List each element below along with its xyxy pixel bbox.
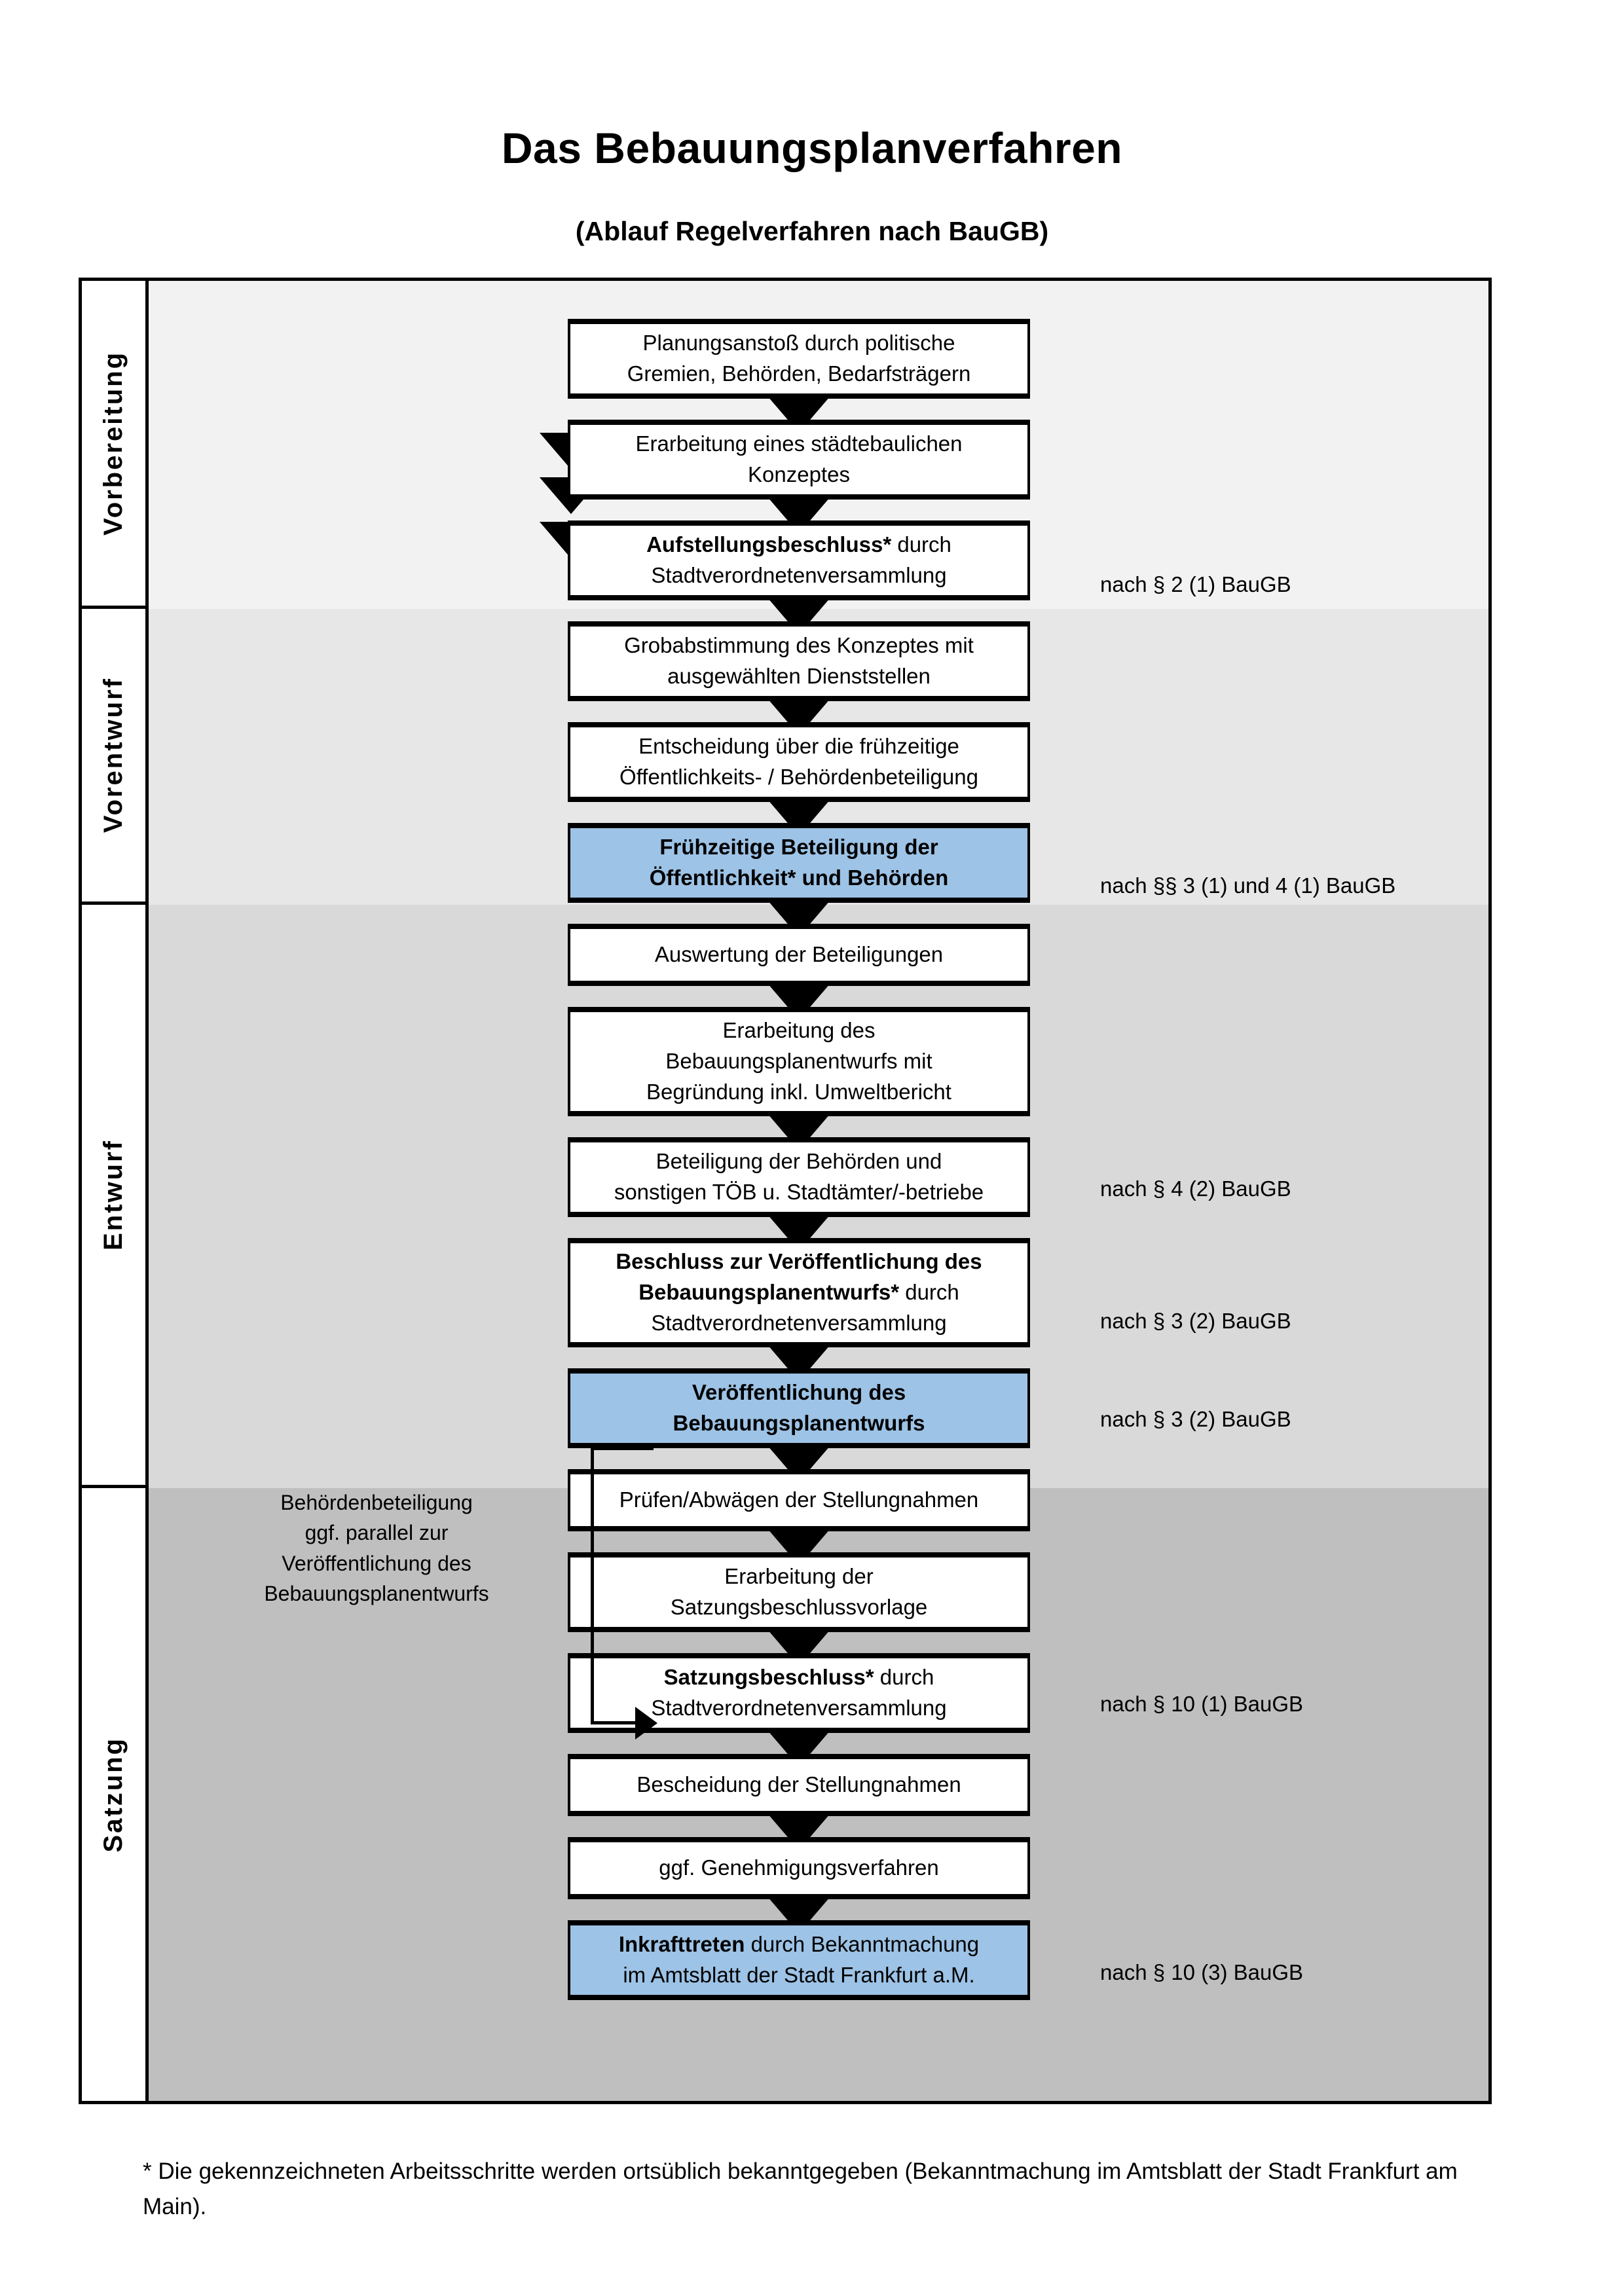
step-box-genehmigungsverfahren[interactable]: ggf. Genehmigungsverfahren (568, 1837, 1030, 1899)
side-note-behoerdenbeteiligung: Behördenbeteiligung ggf. parallel zur Ve… (264, 1491, 489, 1606)
step-text: Frühzeitige Beteiligung der Öffentlichke… (649, 835, 949, 890)
step-text: Erarbeitung eines städtebaulichen Konzep… (635, 431, 963, 486)
step-text: Bescheidung der Stellungnahmen (637, 1772, 961, 1797)
step-box-auswertung-beteiligungen[interactable]: Auswertung der Beteiligungen (568, 924, 1030, 986)
step-text: Prüfen/Abwägen der Stellungnahmen (619, 1487, 979, 1512)
phase-label-text: Vorentwurf (99, 677, 128, 833)
step-text: Erarbeitung des Bebauungsplanentwurfs mi… (646, 1018, 951, 1104)
bracket-connector-top (591, 1447, 654, 1450)
footnote: * Die gekennzeichneten Arbeitsschritte w… (143, 2159, 1458, 2220)
phase-label-vorentwurf: Vorentwurf (82, 609, 145, 905)
legal-note-par4-2: nach § 4 (2) BauGB (1100, 1176, 1291, 1201)
step-text: Inkrafttreten durch Bekanntmachung im Am… (618, 1932, 980, 1987)
step-text: Veröffentlichung des Bebauungsplanentwur… (673, 1380, 925, 1435)
step-text: Aufstellungsbeschluss* durch Stadtverord… (646, 532, 951, 587)
bracket-connector-vertical (591, 1447, 594, 1724)
step-box-entscheidung-fruehzeitig[interactable]: Entscheidung über die frühzeitige Öffent… (568, 722, 1030, 802)
step-text: Satzungsbeschluss* durch Stadtverordnete… (651, 1665, 947, 1720)
step-text: Beschluss zur Veröffentlichung des Bebau… (616, 1249, 982, 1335)
phase-label-text: Vorbereitung (99, 351, 128, 536)
step-box-staedtebauliches-konzept[interactable]: Erarbeitung eines städtebaulichen Konzep… (568, 420, 1030, 500)
step-box-inkrafttreten[interactable]: Inkrafttreten durch Bekanntmachung im Am… (568, 1920, 1030, 2000)
phase-label-satzung: Satzung (82, 1488, 145, 2101)
step-box-pruefen-abwaegen[interactable]: Prüfen/Abwägen der Stellungnahmen (568, 1469, 1030, 1531)
step-text: Erarbeitung der Satzungsbeschlussvorlage (670, 1564, 928, 1619)
phase-label-divider (145, 281, 149, 2101)
step-box-fruehzeitige-beteiligung[interactable]: Frühzeitige Beteiligung der Öffentlichke… (568, 823, 1030, 903)
legal-note-par3-4-1: nach §§ 3 (1) und 4 (1) BauGB (1100, 873, 1396, 898)
legal-note-par2: nach § 2 (1) BauGB (1100, 572, 1291, 596)
legal-note-par3-2a: nach § 3 (2) BauGB (1100, 1309, 1291, 1333)
page-title: Das Bebauungsplanverfahren (501, 124, 1123, 172)
phase-label-text: Entwurf (99, 1139, 128, 1250)
step-box-bescheidung[interactable]: Bescheidung der Stellungnahmen (568, 1754, 1030, 1816)
step-box-satzungsbeschlussvorlage[interactable]: Erarbeitung der Satzungsbeschlussvorlage (568, 1552, 1030, 1632)
step-box-beschluss-veroeffentlichung[interactable]: Beschluss zur Veröffentlichung des Bebau… (568, 1238, 1030, 1347)
step-box-veroeffentlichung[interactable]: Veröffentlichung des Bebauungsplanentwur… (568, 1368, 1030, 1448)
phase-label-text: Satzung (99, 1736, 128, 1853)
phase-label-entwurf: Entwurf (82, 905, 145, 1488)
step-text: Beteiligung der Behörden und sonstigen T… (614, 1149, 984, 1204)
step-text: Entscheidung über die frühzeitige Öffent… (619, 734, 978, 789)
step-text: Planungsanstoß durch politische Gremien,… (627, 331, 971, 386)
bracket-arrowhead-icon (635, 1707, 657, 1740)
step-box-erarbeitung-entwurf[interactable]: Erarbeitung des Bebauungsplanentwurfs mi… (568, 1007, 1030, 1116)
step-box-beteiligung-behoerden[interactable]: Beteiligung der Behörden und sonstigen T… (568, 1137, 1030, 1217)
step-box-grobabstimmung[interactable]: Grobabstimmung des Konzeptes mit ausgewä… (568, 621, 1030, 701)
page-subtitle: (Ablauf Regelverfahren nach BauGB) (575, 216, 1049, 246)
step-text: Auswertung der Beteiligungen (654, 942, 944, 967)
legal-note-par10-3: nach § 10 (3) BauGB (1100, 1960, 1304, 1984)
bracket-connector-bottom (591, 1721, 640, 1724)
flowchart-frame: Vorbereitung Vorentwurf Entwurf Satzung … (79, 278, 1492, 2104)
phase-label-vorbereitung: Vorbereitung (82, 281, 145, 609)
legal-note-par3-2b: nach § 3 (2) BauGB (1100, 1407, 1291, 1431)
step-text: Grobabstimmung des Konzeptes mit ausgewä… (624, 633, 974, 688)
step-box-planungsanstoss[interactable]: Planungsanstoß durch politische Gremien,… (568, 319, 1030, 399)
legal-note-par10-1: nach § 10 (1) BauGB (1100, 1692, 1304, 1716)
step-text: ggf. Genehmigungsverfahren (659, 1855, 939, 1880)
step-box-aufstellungsbeschluss[interactable]: Aufstellungsbeschluss* durch Stadtverord… (568, 520, 1030, 600)
